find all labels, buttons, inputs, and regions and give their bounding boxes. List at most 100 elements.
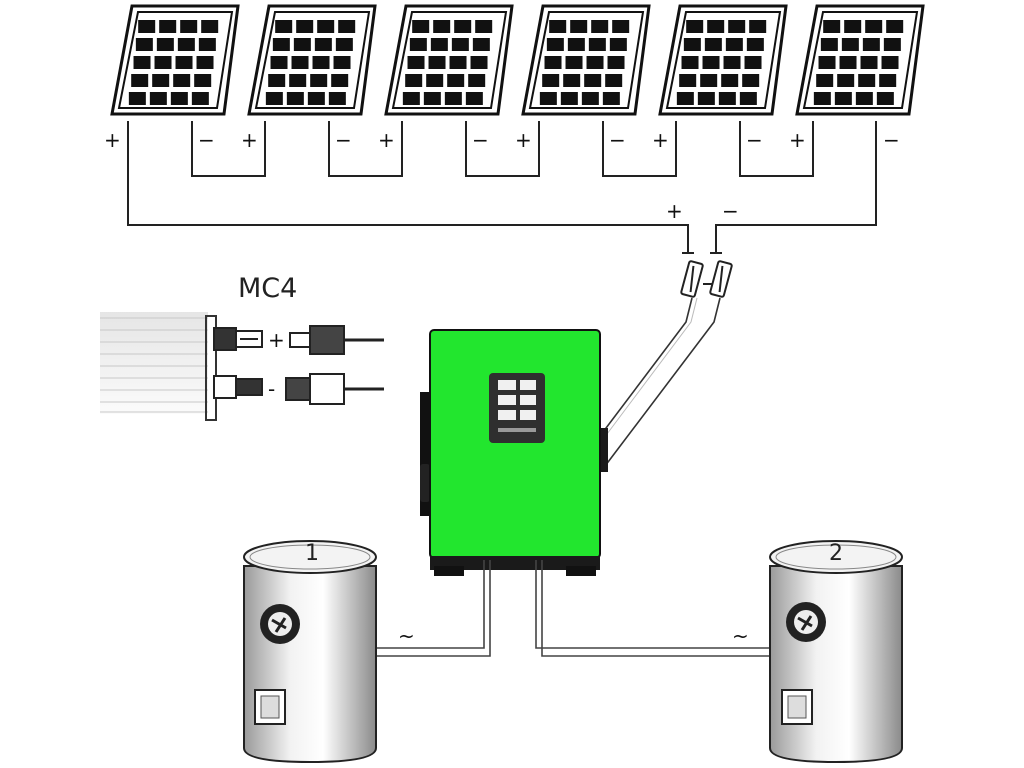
solar-cell bbox=[704, 38, 722, 51]
solar-cell bbox=[570, 20, 588, 33]
mc4-plus-connector bbox=[213, 325, 384, 355]
solar-cell bbox=[272, 38, 290, 51]
panel-5-minus: − bbox=[746, 128, 763, 152]
solar-cell bbox=[700, 74, 718, 87]
mc4-plus-label: + bbox=[268, 328, 285, 352]
series-wiring bbox=[127, 121, 877, 253]
mc4-cable-bundle bbox=[100, 312, 217, 421]
bus-connectors bbox=[680, 252, 733, 298]
solar-cell bbox=[563, 74, 581, 87]
solar-cell bbox=[728, 20, 746, 33]
solar-cell bbox=[180, 20, 198, 33]
solar-panel-5 bbox=[658, 4, 788, 116]
panel-6-plus: + bbox=[789, 128, 806, 152]
solar-cell bbox=[407, 56, 425, 69]
solar-panel-2 bbox=[247, 4, 377, 116]
solar-panel-4 bbox=[521, 4, 651, 116]
solar-cell bbox=[310, 74, 328, 87]
bus-plus-label: + bbox=[666, 199, 683, 223]
solar-cell bbox=[560, 92, 578, 105]
panel-1-minus: − bbox=[198, 128, 215, 152]
solar-cell bbox=[198, 38, 216, 51]
solar-cell bbox=[159, 20, 177, 33]
solar-cell bbox=[430, 38, 448, 51]
solar-cell bbox=[581, 92, 599, 105]
solar-cell bbox=[335, 38, 353, 51]
solar-cell bbox=[270, 56, 288, 69]
solar-cell bbox=[405, 74, 423, 87]
solar-cell bbox=[676, 92, 694, 105]
panel-4-plus: + bbox=[515, 128, 532, 152]
tank-1-switch-icon bbox=[254, 689, 286, 725]
solar-cell bbox=[470, 56, 488, 69]
solar-cell bbox=[612, 20, 630, 33]
solar-cell bbox=[816, 74, 834, 87]
solar-cell bbox=[194, 74, 212, 87]
solar-cell bbox=[128, 92, 146, 105]
solar-cell bbox=[697, 92, 715, 105]
mc4-title: MC4 bbox=[238, 273, 297, 304]
panel-6-minus: − bbox=[883, 128, 900, 152]
solar-panel-array bbox=[110, 4, 925, 116]
solar-cell bbox=[865, 20, 883, 33]
panel-2-minus: − bbox=[335, 128, 352, 152]
solar-cell bbox=[567, 38, 585, 51]
solar-cell bbox=[293, 38, 311, 51]
solar-cell bbox=[858, 74, 876, 87]
controller-unit bbox=[420, 329, 608, 576]
solar-cell bbox=[138, 20, 156, 33]
tank-2-number: 2 bbox=[829, 541, 843, 566]
solar-cell bbox=[314, 38, 332, 51]
solar-cell bbox=[679, 74, 697, 87]
tank-2-switch-icon bbox=[781, 689, 813, 725]
solar-cell bbox=[609, 38, 627, 51]
solar-cell bbox=[449, 56, 467, 69]
solar-cell bbox=[686, 20, 704, 33]
solar-cell bbox=[468, 74, 486, 87]
solar-cell bbox=[742, 74, 760, 87]
panel-3-minus: − bbox=[472, 128, 489, 152]
mc4-minus-label: - bbox=[268, 377, 275, 401]
solar-cell bbox=[173, 74, 191, 87]
solar-cell bbox=[447, 74, 465, 87]
solar-cell bbox=[472, 38, 490, 51]
panel-3-plus: + bbox=[378, 128, 395, 152]
solar-cell bbox=[746, 38, 764, 51]
water-tank-2: 2 bbox=[769, 540, 903, 764]
solar-cell bbox=[475, 20, 493, 33]
solar-cell bbox=[681, 56, 699, 69]
solar-cell bbox=[862, 38, 880, 51]
solar-cell bbox=[723, 56, 741, 69]
solar-cell bbox=[196, 56, 214, 69]
solar-cell bbox=[451, 38, 469, 51]
solar-cell bbox=[837, 74, 855, 87]
mc4-minus-connector bbox=[213, 373, 384, 405]
solar-cell bbox=[149, 92, 167, 105]
solar-cell bbox=[721, 74, 739, 87]
solar-cell bbox=[444, 92, 462, 105]
water-tank-1: 1 bbox=[243, 540, 377, 764]
solar-cell bbox=[307, 92, 325, 105]
solar-cell bbox=[844, 20, 862, 33]
panel-4-minus: − bbox=[609, 128, 626, 152]
solar-cell bbox=[820, 38, 838, 51]
solar-cell bbox=[586, 56, 604, 69]
solar-cell bbox=[584, 74, 602, 87]
solar-cell bbox=[312, 56, 330, 69]
solar-cell bbox=[718, 92, 736, 105]
solar-cell bbox=[813, 92, 831, 105]
solar-cell bbox=[133, 56, 151, 69]
dc-cable bbox=[599, 297, 721, 471]
solar-cell bbox=[465, 92, 483, 105]
panel-terminal-labels: + − + − + − + − + − + − bbox=[104, 128, 900, 152]
solar-cell bbox=[170, 92, 188, 105]
solar-cell bbox=[834, 92, 852, 105]
solar-cell bbox=[409, 38, 427, 51]
solar-cell bbox=[328, 92, 346, 105]
solar-cell bbox=[275, 20, 293, 33]
solar-cell bbox=[296, 20, 314, 33]
tank-1-number: 1 bbox=[305, 541, 319, 566]
solar-cell bbox=[542, 74, 560, 87]
solar-cell bbox=[177, 38, 195, 51]
solar-cell bbox=[156, 38, 174, 51]
